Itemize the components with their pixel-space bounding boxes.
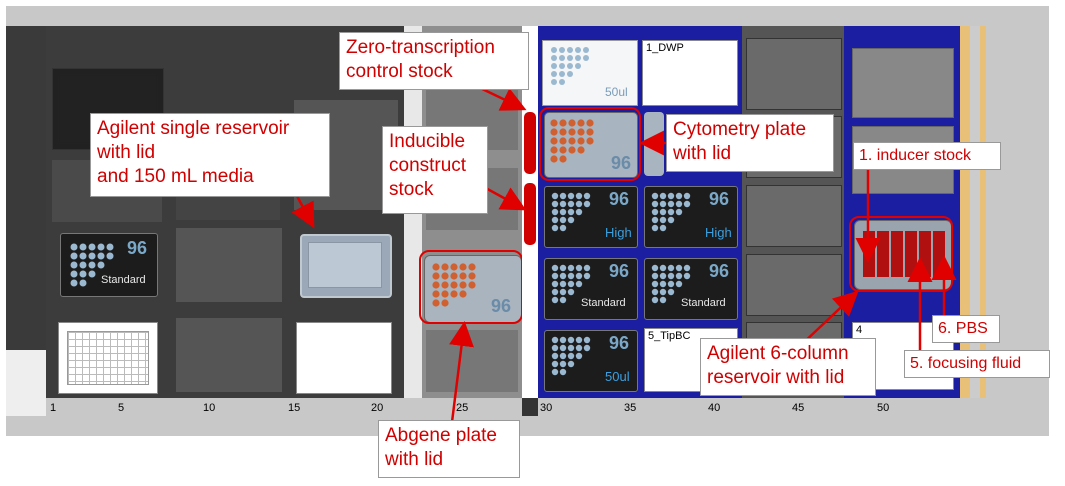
label-line: 5. focusing fluid	[910, 355, 1022, 372]
plate-50ul-bottom[interactable]: 96 50ul	[544, 330, 638, 392]
well-grid-icon	[551, 192, 591, 232]
label-zero-transcription: Zero-transcription control stock	[339, 32, 529, 90]
reservoir-column	[891, 231, 903, 277]
empty-slot[interactable]	[176, 318, 282, 392]
single-reservoir[interactable]	[300, 234, 392, 298]
plate-number: 96	[709, 261, 730, 281]
label-pbs: 6. PBS	[932, 315, 1000, 343]
standard-plate-1[interactable]: 96 Standard	[544, 258, 638, 320]
well-grid-icon	[432, 263, 476, 307]
plate-number: 96	[127, 238, 148, 258]
tile-label: 4	[856, 324, 863, 336]
plate-type: Standard	[101, 274, 146, 286]
tube-strip-base	[522, 398, 538, 416]
standard-plate-left[interactable]: 96 Standard	[60, 233, 158, 297]
reservoir-well	[308, 242, 382, 288]
label-cytometry: Cytometry plate with lid	[666, 114, 834, 172]
plate-number: 96	[609, 261, 630, 281]
arrow-abgene	[449, 321, 474, 423]
high-plate-1[interactable]: 96 High	[544, 186, 638, 248]
deck-position: 45	[792, 402, 805, 414]
high-plate-2[interactable]: 96 High	[644, 186, 738, 248]
deck-position: 30	[540, 402, 553, 414]
label-line: Cytometry plate	[673, 119, 807, 140]
deck-left-edge	[6, 26, 46, 398]
deck-position: 20	[371, 402, 384, 414]
cytometry-plate[interactable]: 96	[544, 112, 638, 178]
label-agilent-single: Agilent single reservoir with lid and 15…	[90, 113, 330, 197]
plate-type: 50ul	[605, 369, 630, 384]
label-line: 1. inducer stock	[859, 147, 972, 164]
empty-slot[interactable]	[852, 48, 954, 118]
tip-grid	[67, 331, 149, 385]
deck-position: 5	[118, 402, 125, 414]
deck-position: 10	[203, 402, 216, 414]
label-line: with lid	[97, 142, 156, 163]
label-line: Agilent single reservoir	[97, 118, 290, 139]
label-line: Abgene plate	[385, 425, 497, 446]
label-line: stock	[389, 179, 434, 200]
plate-number: 96	[709, 189, 730, 209]
deck-position: 25	[456, 402, 469, 414]
tip-rack[interactable]	[58, 322, 158, 394]
plate-type: Standard	[681, 297, 726, 309]
well-grid-icon	[551, 264, 591, 304]
label-line: with lid	[385, 449, 444, 470]
plate-type: 50ul	[605, 85, 628, 99]
label-agilent-6col: Agilent 6-column reservoir with lid	[700, 338, 876, 396]
label-line: Inducible	[389, 131, 466, 152]
plate-number: 96	[491, 296, 512, 316]
plate-number: 96	[609, 333, 630, 353]
label-abgene: Abgene plate with lid	[378, 420, 520, 478]
well-grid-icon	[551, 336, 591, 376]
empty-slot[interactable]	[746, 185, 842, 247]
arrow-inducible	[481, 184, 527, 211]
dwp-tile[interactable]: 1_DWP	[642, 40, 738, 106]
label-line: reservoir with lid	[707, 367, 845, 388]
plate-type: High	[705, 225, 732, 240]
well-grid-icon	[551, 47, 589, 85]
empty-slot[interactable]	[746, 38, 842, 110]
plate-type: High	[605, 225, 632, 240]
label-inducible: Inducible construct stock	[382, 126, 488, 214]
plate-number: 96	[611, 153, 632, 173]
well-grid-icon	[651, 192, 691, 232]
label-line: Zero-transcription	[346, 37, 495, 58]
plate-type: Standard	[581, 297, 626, 309]
deck-position: 1	[50, 402, 57, 414]
label-line: and 150 mL media	[97, 166, 254, 187]
inducible-tube[interactable]	[524, 183, 536, 245]
label-line: with lid	[673, 143, 732, 164]
deck-position: 35	[624, 402, 637, 414]
label-line: control stock	[346, 61, 453, 82]
plate-50ul-top[interactable]: 50ul	[542, 40, 638, 106]
well-grid-icon	[651, 264, 691, 304]
well-grid-icon	[70, 243, 114, 287]
tile-label: 5_TipBC	[648, 330, 691, 342]
label-line: 6. PBS	[938, 320, 988, 337]
empty-slot[interactable]	[176, 228, 282, 302]
plate-number: 96	[609, 189, 630, 209]
tile-label: 1_DWP	[646, 42, 684, 54]
deck-position: 15	[288, 402, 301, 414]
label-line: Agilent 6-column	[707, 343, 849, 364]
deck-position: 50	[877, 402, 890, 414]
label-line: construct	[389, 155, 467, 176]
label-inducer-stock: 1. inducer stock	[853, 142, 1001, 170]
well-grid-icon	[550, 119, 594, 163]
right-rail-inner	[970, 26, 980, 398]
empty-slot[interactable]	[746, 254, 842, 316]
deck-position: 40	[708, 402, 721, 414]
deck-left-white	[6, 350, 46, 416]
arrow-agilent-6col	[799, 290, 859, 347]
zero-transcription-tube[interactable]	[524, 112, 536, 174]
label-focusing-fluid: 5. focusing fluid	[904, 350, 1050, 378]
standard-plate-2[interactable]: 96 Standard	[644, 258, 738, 320]
white-tile[interactable]	[296, 322, 392, 394]
reservoir-highlight	[849, 216, 953, 292]
